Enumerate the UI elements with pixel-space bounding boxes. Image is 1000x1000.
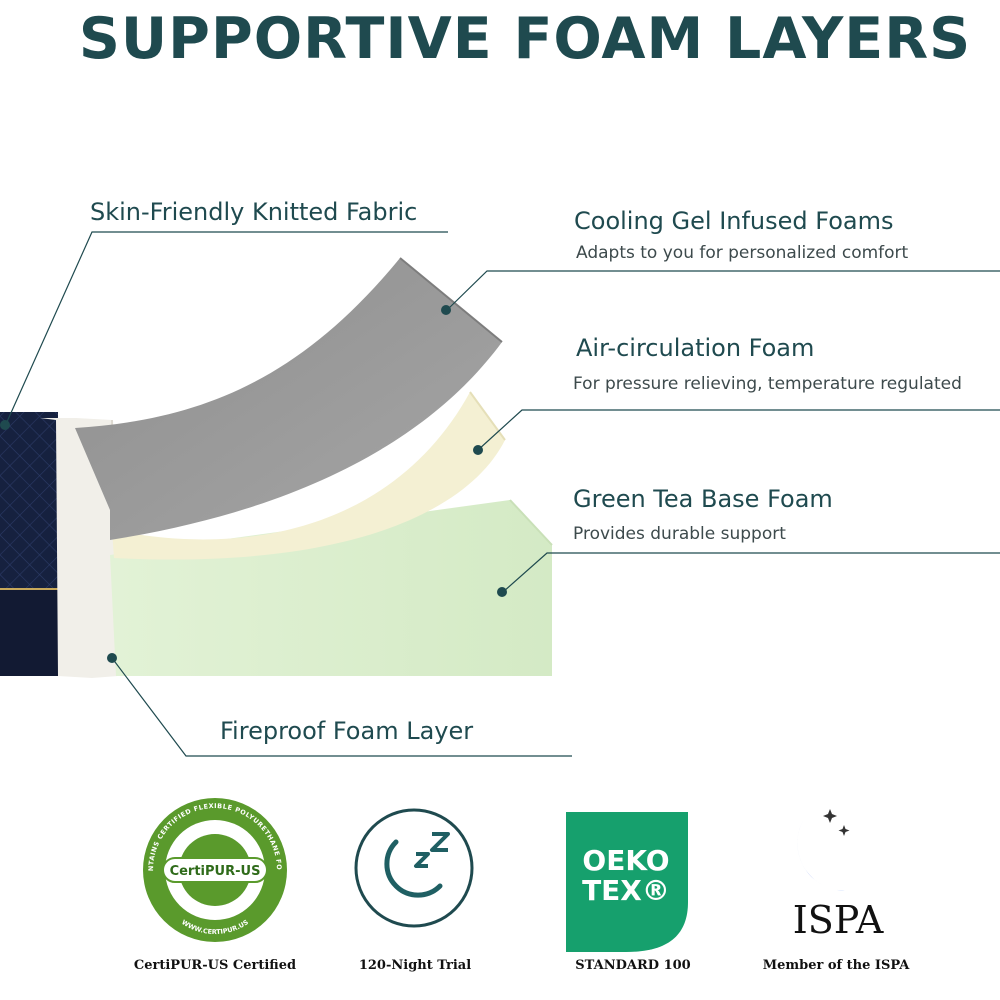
green-tea-label: Green Tea Base Foam <box>573 485 833 513</box>
fireproof-label: Fireproof Foam Layer <box>220 717 474 745</box>
oeko-logo-line2: TEX® <box>582 874 670 907</box>
ispa-logo-text: ISPA <box>793 898 884 942</box>
trial-caption: 120-Night Trial <box>358 958 472 973</box>
air-circulation-foam-shape <box>112 391 506 560</box>
air-circulation-desc: For pressure relieving, temperature regu… <box>573 374 962 394</box>
oeko-logo-line1: OEKO <box>582 844 669 877</box>
knitted-fabric-label: Skin-Friendly Knitted Fabric <box>90 198 418 226</box>
callout-lines <box>5 231 1000 757</box>
ispa-moon-logo: ISPA <box>793 809 884 942</box>
cooling-gel-desc: Adapts to you for personalized comfort <box>576 243 909 263</box>
air-circulation-label: Air-circulation Foam <box>576 334 815 362</box>
callout-dots <box>0 305 507 663</box>
mattress-cover <box>0 412 58 676</box>
moon-sleep-icon <box>354 808 474 928</box>
ispa-caption: Member of the ISPA <box>762 958 910 973</box>
cooling-gel-label: Cooling Gel Infused Foams <box>574 207 894 235</box>
certipur-us-logo: CertiPUR-US CONTAINS CERTIFIED FLEXIBLE … <box>143 798 287 942</box>
green-tea-desc: Provides durable support <box>573 524 786 544</box>
oeko-tex-logo: OEKO TEX® <box>566 812 688 952</box>
oeko-caption: STANDARD 100 <box>575 958 691 973</box>
page-title: SUPPORTIVE FOAM LAYERS <box>78 6 972 72</box>
certipur-caption: CertiPUR-US Certified <box>133 958 297 973</box>
cooling-gel-foam-shape <box>75 257 503 540</box>
certipur-logo-text: CertiPUR-US <box>170 864 261 879</box>
